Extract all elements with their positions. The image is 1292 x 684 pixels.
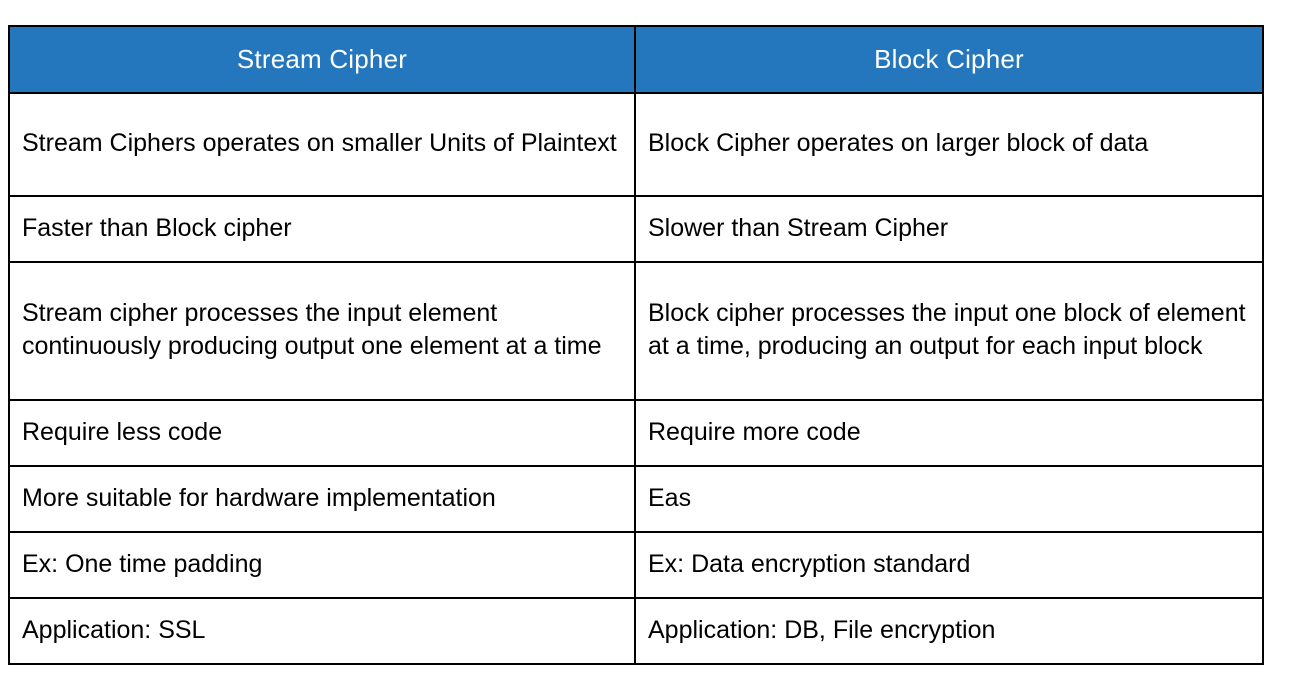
table-row: Faster than Block cipher Slower than Str… xyxy=(8,195,1264,263)
table-cell-stream: Require less code xyxy=(8,399,636,467)
table-cell-stream: Ex: One time padding xyxy=(8,531,636,599)
table-row: Stream cipher processes the input elemen… xyxy=(8,261,1264,401)
table-cell-block: Slower than Stream Cipher xyxy=(634,195,1264,263)
cell-text: Require more code xyxy=(648,417,861,446)
cell-text: Faster than Block cipher xyxy=(22,213,292,242)
cipher-comparison-table: Stream Cipher Block Cipher Stream Cipher… xyxy=(8,25,1264,665)
table-row: Ex: One time padding Ex: Data encryption… xyxy=(8,531,1264,599)
table-row: Require less code Require more code xyxy=(8,399,1264,467)
table-cell-block: Ex: Data encryption standard xyxy=(634,531,1264,599)
cell-text: Eas xyxy=(648,483,692,512)
table-cell-stream: Stream Ciphers operates on smaller Units… xyxy=(8,92,636,197)
table-cell-stream: Stream cipher processes the input elemen… xyxy=(8,261,636,401)
cell-text: Require less code xyxy=(22,417,223,446)
table-cell-block: Block cipher processes the input one blo… xyxy=(634,261,1264,401)
column-header-stream-cipher: Stream Cipher xyxy=(8,25,636,94)
table-header-row: Stream Cipher Block Cipher xyxy=(8,25,1264,94)
table-cell-block: Block Cipher operates on larger block of… xyxy=(634,92,1264,197)
table-cell-stream: Faster than Block cipher xyxy=(8,195,636,263)
cell-text: More suitable for hardware implementatio… xyxy=(22,483,496,512)
column-header-block-cipher: Block Cipher xyxy=(634,25,1264,94)
table-row: More suitable for hardware implementatio… xyxy=(8,465,1264,533)
table-row: Application: SSL Application: DB, File e… xyxy=(8,597,1264,665)
column-header-label: Stream Cipher xyxy=(236,44,408,74)
cell-text: Block cipher processes the input one blo… xyxy=(648,299,1246,360)
table-cell-stream: Application: SSL xyxy=(8,597,636,665)
cell-text: Slower than Stream Cipher xyxy=(648,213,949,242)
table-body: Stream Ciphers operates on smaller Units… xyxy=(8,92,1264,665)
table-cell-block: Eas xyxy=(634,465,1264,533)
cell-text: Ex: One time padding xyxy=(22,549,263,578)
table-cell-block: Application: DB, File encryption xyxy=(634,597,1264,665)
table-cell-stream: More suitable for hardware implementatio… xyxy=(8,465,636,533)
cell-text: Stream Ciphers operates on smaller Units… xyxy=(22,129,617,157)
cell-text: Ex: Data encryption standard xyxy=(648,549,971,578)
cell-text: Application: DB, File encryption xyxy=(648,615,996,644)
column-header-label: Block Cipher xyxy=(874,44,1024,74)
cell-text: Block Cipher operates on larger block of… xyxy=(648,129,1149,157)
table-header: Stream Cipher Block Cipher xyxy=(8,25,1264,94)
table-cell-block: Require more code xyxy=(634,399,1264,467)
cell-text: Stream cipher processes the input elemen… xyxy=(22,299,602,360)
cell-text: Application: SSL xyxy=(22,615,206,644)
table-row: Stream Ciphers operates on smaller Units… xyxy=(8,92,1264,197)
